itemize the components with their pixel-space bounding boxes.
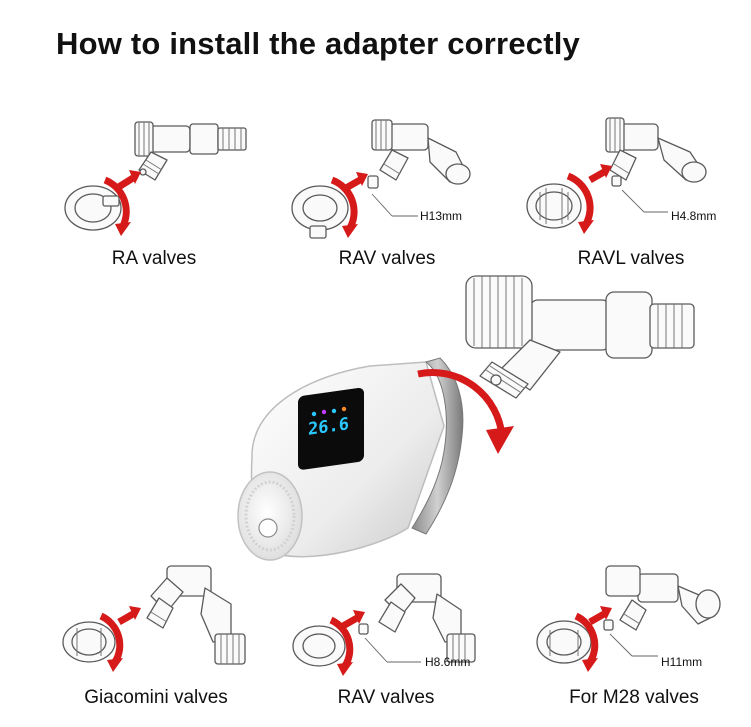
label-rav-valves-top: RAV valves — [338, 248, 436, 269]
valve-nut-right — [189, 123, 219, 155]
pin-insert — [367, 175, 379, 189]
panel-rav-valves-bottom — [285, 566, 485, 684]
wifi-logo-icon — [258, 518, 278, 538]
large-valve — [465, 275, 695, 399]
panel-ra-valves — [55, 108, 255, 248]
panel-giacomini-valves — [55, 558, 265, 684]
dimension-leader — [371, 193, 393, 217]
m28-valve-illustration — [536, 565, 721, 672]
rav-valve-bottom-illustration — [292, 573, 476, 676]
giacomini-valve-illustration — [62, 565, 246, 672]
valve-body — [149, 125, 191, 153]
thermostat-dial — [237, 471, 303, 561]
label-ravl-valves: RAVL valves — [577, 248, 685, 269]
arrow-head — [486, 426, 514, 454]
install-rotate-arrow — [417, 369, 506, 437]
panel-ravl-valves — [520, 108, 735, 248]
ravl-valve-illustration — [526, 117, 707, 234]
dimension-h13: H13mm — [420, 209, 463, 223]
thermostat — [237, 357, 464, 561]
label-giacomini-valves: Giacomini valves — [84, 687, 228, 708]
ra-valve-illustration — [64, 121, 247, 236]
dimension-h8-6: H8.6mm — [425, 655, 471, 669]
dimension-h4-8: H4.8mm — [671, 209, 717, 223]
rav-valve-illustration — [291, 119, 471, 239]
lcd-screen — [298, 387, 364, 470]
valve-thread-right — [217, 127, 247, 151]
center-assembly — [230, 266, 700, 576]
label-rav-valves-bottom: RAV valves — [337, 687, 435, 708]
panel-rav-valves-top — [280, 112, 480, 248]
label-ra-valves: RA valves — [111, 248, 197, 269]
rotate-arrow — [103, 176, 130, 228]
thermostat-installation-illustration — [237, 275, 695, 561]
label-m28-valves: For M28 valves — [569, 687, 699, 708]
page-title: How to install the adapter correctly — [56, 26, 580, 61]
panel-m28-valves — [528, 560, 738, 684]
dimension-h11: H11mm — [661, 655, 703, 669]
